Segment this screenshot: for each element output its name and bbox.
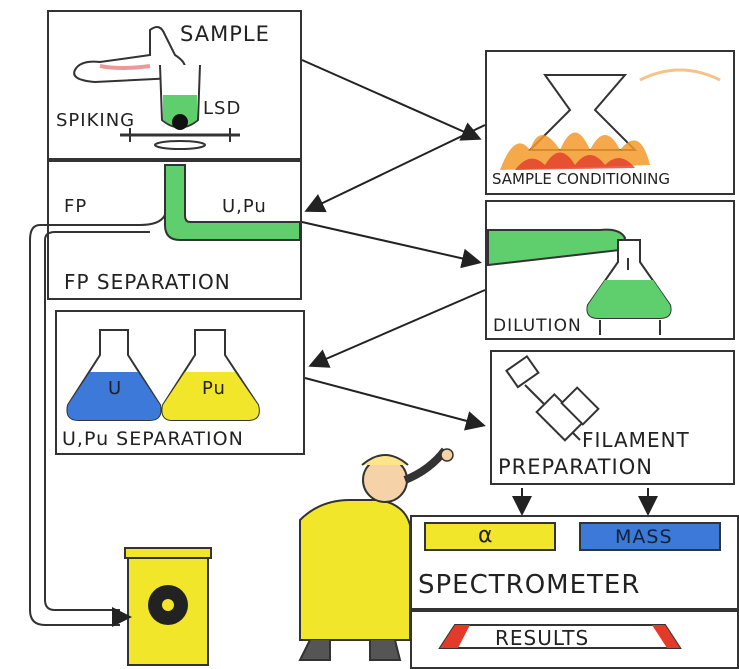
- sample-label: SAMPLE: [180, 22, 270, 46]
- dilution-flask-icon: [487, 228, 672, 335]
- arrow-sample-to-conditioning: [301, 59, 482, 141]
- scientist-icon: [298, 447, 454, 661]
- sample-flask-icon: [73, 25, 186, 84]
- results-banner-left-accent: [440, 625, 470, 648]
- results-banner-right-accent: [652, 625, 680, 648]
- mass-detector-bar: [579, 522, 721, 551]
- waste-container-icon: [124, 547, 212, 666]
- filament-icon: [505, 354, 600, 442]
- mass-label: MASS: [615, 526, 673, 548]
- alpha-label: α: [478, 523, 494, 548]
- dilution-label: DILUTION: [493, 316, 582, 336]
- arrow-dilution-to-separation: [308, 289, 486, 368]
- preparation-label: PREPARATION: [498, 455, 653, 479]
- pu-label: Pu: [202, 378, 226, 399]
- spiking-beaker-icon: [120, 64, 240, 150]
- separation-tube-icon: [29, 164, 301, 626]
- sample-conditioning-label: SAMPLE CONDITIONING: [492, 170, 671, 188]
- lsd-label: LSD: [203, 98, 242, 119]
- filament-label: FILAMENT: [582, 428, 690, 452]
- u-flask-icon: [66, 329, 162, 421]
- fp-label: FP: [64, 196, 88, 217]
- spectrometer-label: SPECTROMETER: [418, 570, 641, 600]
- arrow-separation-to-filament: [304, 377, 486, 431]
- arrow-fp-to-dilution: [301, 221, 482, 269]
- alpha-detector-bar: [424, 522, 556, 551]
- arrow-conditioning-to-fp: [304, 124, 486, 213]
- spiking-label: SPIKING: [56, 110, 136, 131]
- upu-top-label: U,Pu: [222, 196, 267, 217]
- u-label: U: [108, 378, 123, 399]
- pu-flask-icon: [161, 329, 260, 421]
- results-label: RESULTS: [495, 626, 590, 650]
- flow-arrows: [112, 59, 658, 627]
- fp-separation-label: FP SEPARATION: [64, 270, 231, 294]
- upu-separation-label: U,Pu SEPARATION: [62, 428, 244, 450]
- fire-flask-icon: [500, 68, 721, 170]
